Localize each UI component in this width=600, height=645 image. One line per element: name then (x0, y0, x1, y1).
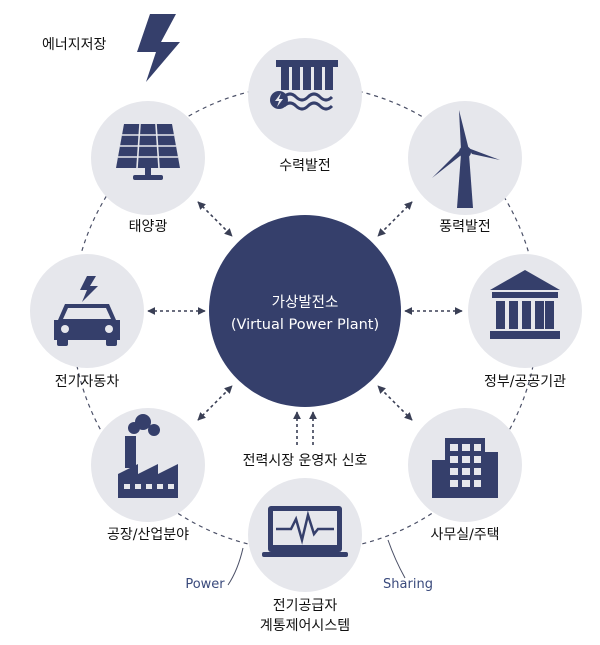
vpp-center-circle (209, 215, 401, 407)
factory-label: 공장/산업분야 (107, 527, 189, 543)
arrow-office (377, 385, 413, 421)
monitor-ecg-icon (262, 506, 348, 557)
sharing-label: Sharing (383, 577, 433, 592)
arrow-solar (197, 201, 233, 237)
government-label: 정부/공공기관 (484, 374, 566, 390)
factory-icon (118, 414, 178, 498)
wind-turbine-icon (432, 110, 500, 208)
solar-panel-icon (116, 123, 180, 180)
office-label: 사무실/주택 (430, 527, 500, 543)
electric-car-icon (54, 276, 120, 346)
hydro-label: 수력발전 (279, 158, 331, 174)
wind-label: 풍력발전 (439, 219, 491, 235)
grid-operator-label-line2: 계통제어시스템 (259, 618, 351, 634)
energy-storage-label: 에너지저장 (42, 37, 107, 53)
arrow-factory (197, 385, 233, 421)
solar-label: 태양광 (128, 219, 168, 235)
node-hydro (248, 38, 362, 152)
power-leader-line (227, 547, 244, 586)
power-label: Power (185, 577, 225, 592)
office-building-icon (432, 438, 498, 498)
connector-arrows (147, 201, 463, 445)
sharing-leader-line (387, 539, 406, 579)
hydro-power-icon (270, 60, 338, 111)
vpp-center-label: 가상발전소 (Virtual Power Plant) (231, 292, 379, 336)
vpp-title: 가상발전소 (271, 295, 339, 311)
market-operator-signal-label: 전력시장 운영자 신호 (242, 453, 368, 469)
lightning-bolt-icon (137, 14, 180, 82)
car-label: 전기자동차 (54, 374, 120, 390)
vpp-subtitle: (Virtual Power Plant) (230, 317, 380, 333)
government-building-icon (490, 270, 560, 339)
arrow-wind (377, 201, 413, 237)
grid-operator-label-line1: 전기공급자 (272, 598, 338, 614)
